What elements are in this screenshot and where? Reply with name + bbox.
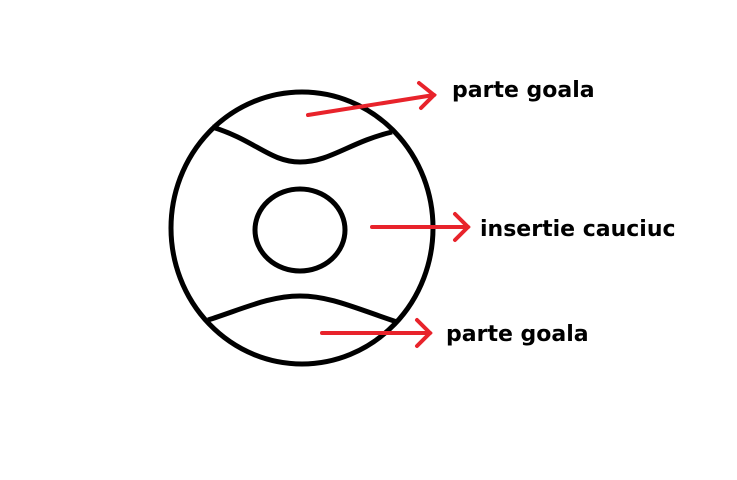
bottom-curve — [207, 293, 398, 325]
label-empty-part-top: parte goala — [452, 78, 595, 103]
label-empty-part-bottom: parte goala — [446, 322, 589, 347]
arrow-bottom — [320, 318, 433, 348]
arrow-top — [306, 81, 437, 117]
arrow-middle — [370, 212, 471, 242]
label-rubber-insert: insertie cauciuc — [480, 217, 676, 242]
top-curve — [211, 124, 393, 165]
inner-circle — [252, 186, 348, 274]
